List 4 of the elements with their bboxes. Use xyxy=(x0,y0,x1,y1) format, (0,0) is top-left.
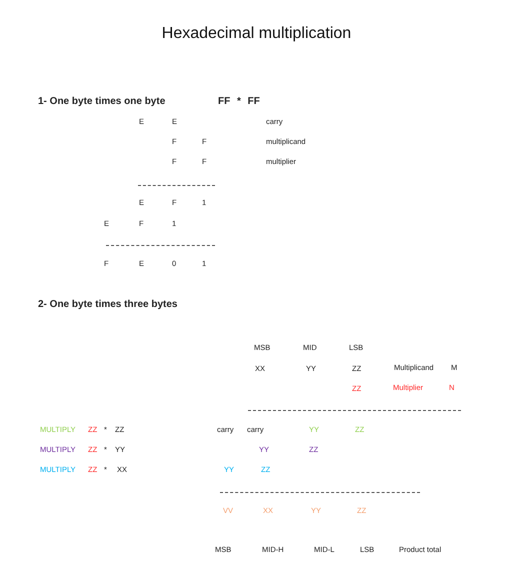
section-heading: 1- One byte times one byte xyxy=(38,97,166,107)
formula: FF * FF xyxy=(218,97,260,107)
title: Hexadecimal multiplication xyxy=(160,24,352,44)
section-heading: 2- One byte times three bytes xyxy=(38,300,178,310)
